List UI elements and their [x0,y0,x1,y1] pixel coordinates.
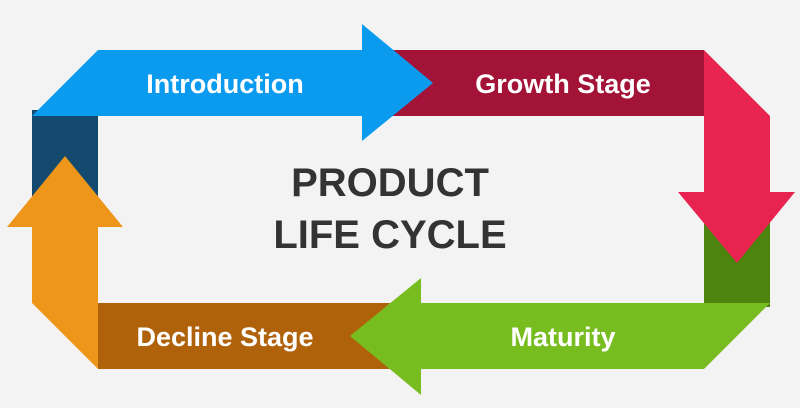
maturity-arrow [350,278,770,395]
stage-label-maturity: Maturity [510,322,615,352]
stage-label-decline: Decline Stage [136,322,313,352]
decline-up-arrow [7,156,123,369]
stage-label-growth: Growth Stage [475,69,651,99]
growth-band [390,50,704,116]
introduction-arrow [32,24,433,141]
decline-band [98,303,398,369]
title-line-2: LIFE CYCLE [273,213,506,257]
stage-label-introduction: Introduction [146,69,303,99]
title-line-1: PRODUCT [291,161,489,205]
growth-down-arrow [678,50,795,263]
